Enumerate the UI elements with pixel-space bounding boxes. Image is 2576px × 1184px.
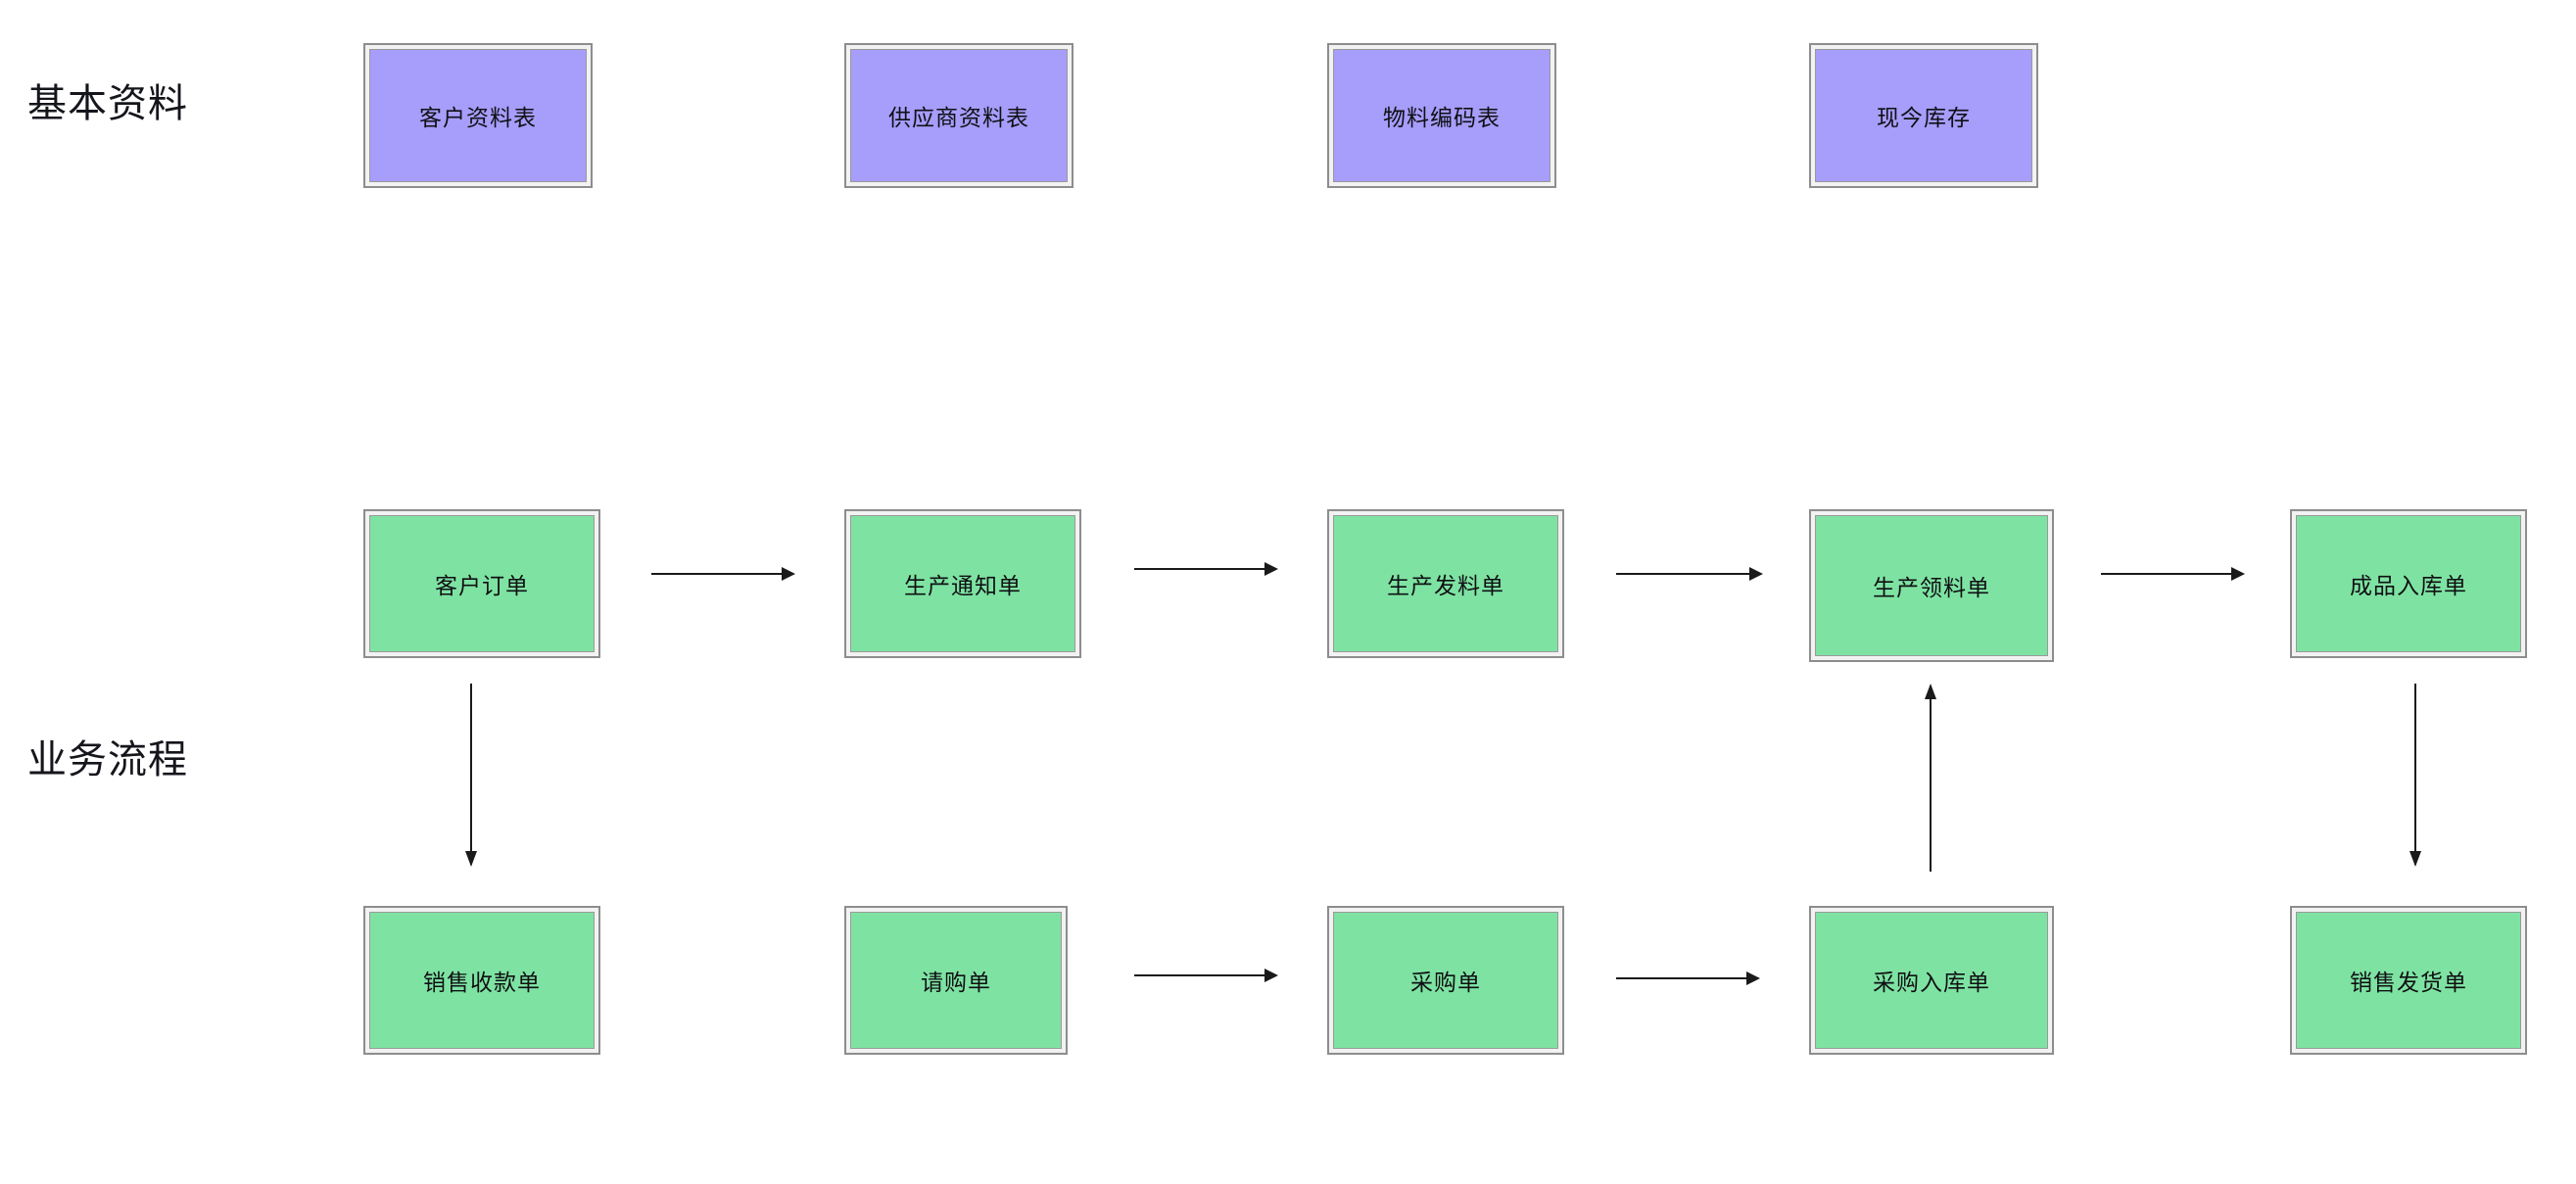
node-customer-order[interactable]: 客户订单 bbox=[363, 509, 600, 658]
node-finished-goods-in[interactable]: 成品入库单 bbox=[2290, 509, 2527, 658]
node-label: 成品入库单 bbox=[2350, 573, 2467, 598]
section-label-master-data: 基本资料 bbox=[27, 81, 188, 125]
node-fill: 生产领料单 bbox=[1815, 515, 2048, 656]
node-label: 物料编码表 bbox=[1383, 105, 1501, 130]
node-supplier-master[interactable]: 供应商资料表 bbox=[844, 43, 1073, 188]
node-current-stock[interactable]: 现今库存 bbox=[1809, 43, 2038, 188]
node-purchase-receipt[interactable]: 采购入库单 bbox=[1809, 906, 2054, 1055]
node-sales-receipt[interactable]: 销售收款单 bbox=[363, 906, 600, 1055]
arrow-right-icon-notice-to-issue bbox=[1134, 568, 1276, 570]
section-label-business-process: 业务流程 bbox=[27, 737, 188, 781]
node-label: 销售发货单 bbox=[2350, 970, 2467, 995]
node-production-issue[interactable]: 生产发料单 bbox=[1327, 509, 1564, 658]
node-label: 请购单 bbox=[921, 970, 991, 995]
node-label: 生产发料单 bbox=[1387, 573, 1504, 598]
node-material-master[interactable]: 物料编码表 bbox=[1327, 43, 1556, 188]
node-label: 客户订单 bbox=[435, 573, 529, 598]
node-production-notice[interactable]: 生产通知单 bbox=[844, 509, 1081, 658]
node-fill: 生产通知单 bbox=[850, 515, 1075, 652]
node-label: 采购单 bbox=[1410, 970, 1481, 995]
node-fill: 物料编码表 bbox=[1333, 49, 1550, 182]
node-label: 销售收款单 bbox=[423, 970, 541, 995]
arrow-down-icon-fgin-to-delivery bbox=[2414, 684, 2416, 865]
node-fill: 客户资料表 bbox=[369, 49, 587, 182]
node-fill: 销售收款单 bbox=[369, 912, 595, 1049]
node-purchase-order[interactable]: 采购单 bbox=[1327, 906, 1564, 1055]
node-fill: 采购入库单 bbox=[1815, 912, 2048, 1049]
arrow-right-icon-issue-to-picking bbox=[1616, 573, 1761, 575]
arrow-right-icon-picking-to-fgin bbox=[2101, 573, 2243, 575]
node-fill: 生产发料单 bbox=[1333, 515, 1558, 652]
arrow-right-icon-request-to-po bbox=[1134, 974, 1276, 976]
node-fill: 销售发货单 bbox=[2296, 912, 2521, 1049]
node-production-picking[interactable]: 生产领料单 bbox=[1809, 509, 2054, 662]
node-fill: 客户订单 bbox=[369, 515, 595, 652]
node-label: 生产通知单 bbox=[904, 573, 1022, 598]
node-fill: 成品入库单 bbox=[2296, 515, 2521, 652]
node-fill: 现今库存 bbox=[1815, 49, 2032, 182]
arrow-right-icon-po-to-receipt bbox=[1616, 977, 1758, 979]
node-label: 现今库存 bbox=[1877, 105, 1971, 130]
arrow-up-icon-purchasein-to-picking bbox=[1930, 686, 1932, 872]
node-fill: 请购单 bbox=[850, 912, 1062, 1049]
arrow-right-icon-order-to-notice bbox=[651, 573, 793, 575]
arrow-down-icon-order-to-receipt bbox=[470, 684, 472, 865]
node-label: 客户资料表 bbox=[419, 105, 537, 130]
node-fill: 供应商资料表 bbox=[850, 49, 1068, 182]
node-label: 采购入库单 bbox=[1873, 970, 1990, 995]
node-label: 生产领料单 bbox=[1873, 575, 1990, 600]
node-sales-delivery[interactable]: 销售发货单 bbox=[2290, 906, 2527, 1055]
node-label: 供应商资料表 bbox=[888, 105, 1029, 130]
node-customer-master[interactable]: 客户资料表 bbox=[363, 43, 593, 188]
node-fill: 采购单 bbox=[1333, 912, 1558, 1049]
node-purchase-request[interactable]: 请购单 bbox=[844, 906, 1068, 1055]
